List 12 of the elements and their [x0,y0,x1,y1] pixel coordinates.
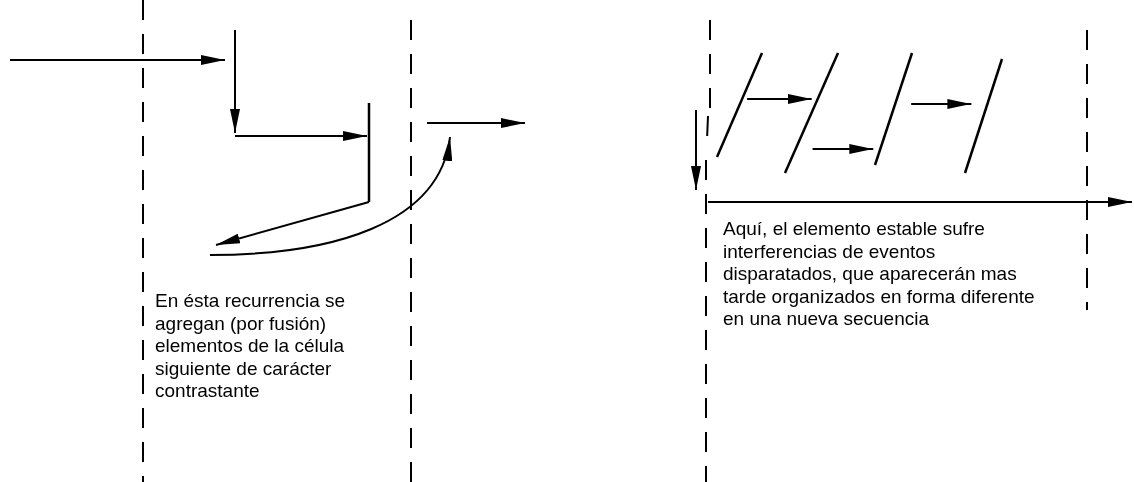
vertical-bar [367,103,371,202]
slanted-bar [963,59,1004,173]
slanted-bar [783,53,840,173]
arrow [234,131,368,141]
annotation-text: En ésta recurrencia se agregan (por fusión) elementos de la célula siguiente de carácter contrastante [155,290,347,403]
arrow [215,201,370,246]
arrow [811,144,875,154]
arrow [910,99,973,109]
slanted-bar [715,53,764,157]
slanted-bar [873,53,914,165]
annotation-text: Aquí, el elemento estable sufre interferencias de eventos disparatados, que aparecerán mas tarde organizados en forma diferente en una nueva secuencia [723,218,1036,331]
arrow [746,94,813,104]
